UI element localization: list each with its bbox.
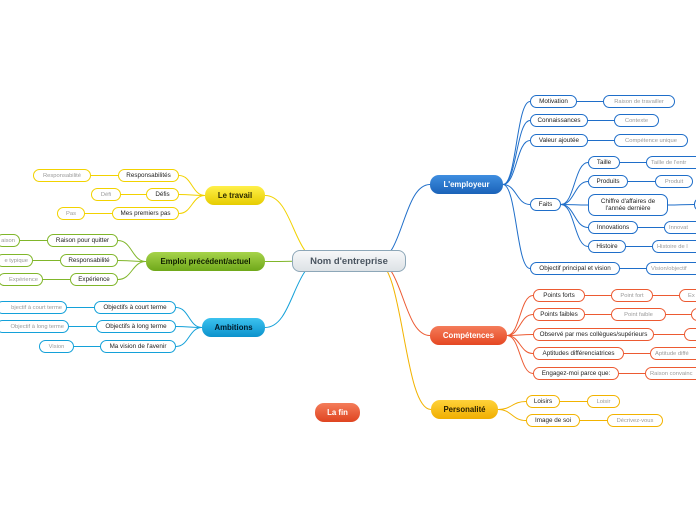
connector xyxy=(175,327,203,347)
node-vision-avenir[interactable]: Ma vision de l'avenir xyxy=(100,340,176,353)
node-innovation-child[interactable]: Innovat xyxy=(664,221,696,234)
floating-topic-la-fin[interactable]: La fin xyxy=(315,403,360,422)
connector xyxy=(502,101,531,185)
node-vision-objectif[interactable]: Vision/objectif xyxy=(646,262,696,275)
node-loisir[interactable]: Loisir xyxy=(587,395,620,408)
connector xyxy=(502,184,531,269)
connector xyxy=(497,409,527,421)
node-contexte[interactable]: Contexte xyxy=(614,114,659,127)
connector xyxy=(502,184,531,205)
connector xyxy=(117,261,147,280)
node-raison-quitter[interactable]: Raison pour quitter xyxy=(47,234,118,247)
node-defis[interactable]: Défis xyxy=(146,188,179,201)
branch-ambitions[interactable]: Ambitions xyxy=(202,318,265,337)
node-valeur-ajoutee[interactable]: Valeur ajoutée xyxy=(530,134,588,147)
node-objectifs-court[interactable]: Objectifs à court terme xyxy=(94,301,176,314)
node-taille[interactable]: Taille xyxy=(588,156,620,169)
node-defi[interactable]: Défi xyxy=(91,188,121,201)
node-histoire[interactable]: Histoire xyxy=(588,240,626,253)
node-taille-entreprise[interactable]: Taille de l'entr xyxy=(646,156,696,169)
branch-emploi-precedent[interactable]: Emploi précédent/actuel xyxy=(146,252,265,271)
node-aptitude-child[interactable]: Aptitude diffé xyxy=(650,347,696,360)
connector xyxy=(117,240,147,262)
node-objectif-principal[interactable]: Objectif principal et vision xyxy=(530,262,620,275)
node-points-faibles[interactable]: Points faibles xyxy=(533,308,585,321)
connector xyxy=(506,314,534,336)
node-vision-child[interactable]: Vision xyxy=(39,340,74,353)
node-innovations[interactable]: Innovations xyxy=(588,221,638,234)
node-typique-child[interactable]: e typique xyxy=(0,254,33,267)
node-points-forts[interactable]: Points forts xyxy=(533,289,585,302)
node-experience[interactable]: Expérience xyxy=(70,273,118,286)
node-image-de-soi[interactable]: Image de soi xyxy=(526,414,580,427)
node-histoire-child[interactable]: Histoire de l xyxy=(652,240,696,253)
connector xyxy=(560,204,589,247)
connector xyxy=(175,307,203,328)
node-objectif-court-child[interactable]: bjectif à court terme xyxy=(0,301,67,314)
branch-personnalite[interactable]: Personalité xyxy=(431,400,498,419)
connector xyxy=(506,295,534,336)
connector xyxy=(560,162,589,205)
node-pas[interactable]: Pas xyxy=(57,207,85,220)
node-raison-child[interactable]: aison xyxy=(0,234,20,247)
node-objectif-long-child[interactable]: Objectif à long terme xyxy=(0,320,69,333)
connector xyxy=(497,401,527,410)
connector xyxy=(502,120,531,185)
node-aptitudes[interactable]: Aptitudes différenciatrices xyxy=(533,347,624,360)
node-raison-convaincante[interactable]: Raison convainc xyxy=(645,367,696,380)
connector xyxy=(178,175,206,196)
branch-travail[interactable]: Le travail xyxy=(205,186,265,205)
node-engagez-moi[interactable]: Engagez-moi parce que: xyxy=(533,367,619,380)
node-connaissances[interactable]: Connaissances xyxy=(530,114,588,127)
node-chiffre-affaires[interactable]: Chiffre d'affaires de l'année dernière xyxy=(588,194,668,216)
node-point-fort[interactable]: Point fort xyxy=(611,289,653,302)
node-premiers-pas[interactable]: Mes premiers pas xyxy=(112,207,179,220)
node-produit[interactable]: Produit xyxy=(655,175,693,188)
node-objectifs-long[interactable]: Objectifs à long terme xyxy=(96,320,176,333)
node-responsabilites[interactable]: Responsabilités xyxy=(118,169,179,182)
central-topic[interactable]: Nom d'entreprise xyxy=(292,250,406,272)
node-loisirs[interactable]: Loisirs xyxy=(526,395,560,408)
main-connector xyxy=(375,260,432,410)
connector xyxy=(506,335,534,354)
node-point-faible[interactable]: Point faible xyxy=(611,308,666,321)
node-responsabilite[interactable]: Responsabilité xyxy=(60,254,118,267)
node-responsabilite-child[interactable]: Responsabilité xyxy=(33,169,91,182)
branch-employeur[interactable]: L'employeur xyxy=(430,175,503,194)
connector xyxy=(560,181,589,205)
connector xyxy=(502,140,531,185)
node-raison-travailler[interactable]: Raison de travailler xyxy=(603,95,675,108)
node-observe-child[interactable] xyxy=(684,328,696,341)
node-observe-collegues[interactable]: Observé par mes collègues/supérieurs xyxy=(533,328,654,341)
connector xyxy=(178,195,206,214)
connector xyxy=(506,335,534,374)
branch-competences[interactable]: Compétences xyxy=(430,326,507,345)
node-produits[interactable]: Produits xyxy=(588,175,628,188)
node-faits[interactable]: Faits xyxy=(530,198,561,211)
node-motivation[interactable]: Motivation xyxy=(530,95,577,108)
node-exemple[interactable]: Ex xyxy=(679,289,696,302)
main-connector xyxy=(375,260,431,336)
connector xyxy=(667,204,695,206)
node-competence-unique[interactable]: Compétence unique xyxy=(614,134,688,147)
node-decrivez-vous[interactable]: Décrivez-vous xyxy=(607,414,663,427)
node-experience-child[interactable]: Expérience xyxy=(0,273,43,286)
